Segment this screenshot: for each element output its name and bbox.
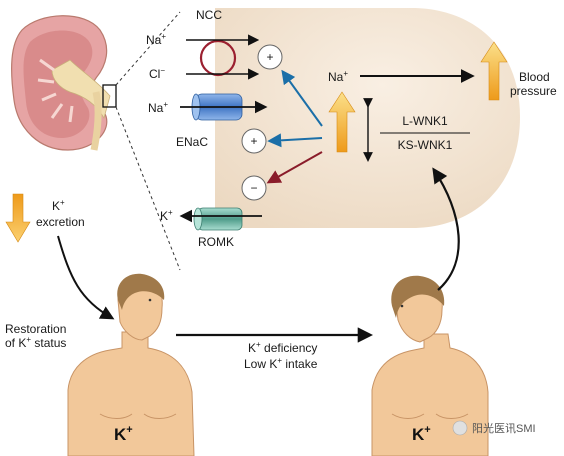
- restoration-label-line2: of K+ status: [5, 335, 66, 350]
- na-cell-label: Na+: [328, 69, 348, 84]
- plus-circle-ncc: +: [257, 44, 283, 70]
- stimulate-enac-arrow: [267, 133, 323, 148]
- plus-circle-enac: +: [241, 128, 267, 154]
- romk-label: ROMK: [198, 235, 234, 249]
- k-excretion-down-arrow: [5, 193, 31, 243]
- romk-channel: K+ ROMK: [160, 207, 262, 249]
- wnk1-ratio: L-WNK1 KS-WNK1: [363, 98, 470, 162]
- low-intake-label: Low K+ intake: [244, 356, 318, 371]
- watermark: 阳光医讯SMI: [452, 420, 536, 436]
- person-right: K+: [371, 275, 489, 456]
- deficiency-label: K+ deficiency: [248, 340, 317, 355]
- k-romk-label: K+: [160, 208, 173, 223]
- k-excretion-label: excretion: [36, 215, 85, 229]
- person-left: K+: [67, 273, 195, 456]
- l-wnk1-label: L-WNK1: [402, 114, 448, 128]
- svg-text:−: −: [250, 181, 257, 195]
- svg-text:+: +: [266, 50, 273, 64]
- restoration-label-line1: Restoration: [5, 322, 66, 336]
- blood-pressure-up-arrow: [480, 41, 508, 101]
- excretion-to-person-arrow: [57, 235, 115, 320]
- ncc-transporter: NCC Na+ Cl−: [146, 8, 260, 81]
- wechat-icon: [452, 420, 468, 436]
- body-k-right-label: K+: [412, 424, 431, 444]
- kidney-zoom-box: [102, 84, 117, 108]
- zoom-line-top: [115, 11, 181, 86]
- enac-channel: Na+ ENaC: [148, 93, 268, 149]
- na-ncc-label: Na+: [146, 32, 166, 47]
- na-increase-arrow: [328, 91, 356, 153]
- minus-circle-romk: −: [241, 175, 267, 201]
- blood-label: Blood: [519, 70, 550, 84]
- body-k-left-label: K+: [114, 424, 133, 444]
- stimulate-ncc-arrow: [281, 69, 323, 127]
- k-excretion-k-label: K+: [52, 198, 65, 213]
- svg-text:+: +: [250, 134, 257, 148]
- enac-label: ENaC: [176, 135, 208, 149]
- kidney-illustration: [11, 15, 117, 151]
- ncc-label: NCC: [196, 8, 222, 22]
- ks-wnk1-label: KS-WNK1: [398, 138, 453, 152]
- inhibit-romk-arrow: [266, 151, 323, 184]
- svg-text:阳光医讯SMI: 阳光医讯SMI: [472, 421, 536, 435]
- pressure-label: pressure: [510, 84, 557, 98]
- deficiency-to-cell-arrow: [432, 167, 460, 291]
- ncc-ring: [199, 39, 237, 77]
- zoom-line-bottom: [115, 106, 181, 271]
- na-enac-label: Na+: [148, 100, 168, 115]
- cl-ncc-label: Cl−: [149, 66, 165, 81]
